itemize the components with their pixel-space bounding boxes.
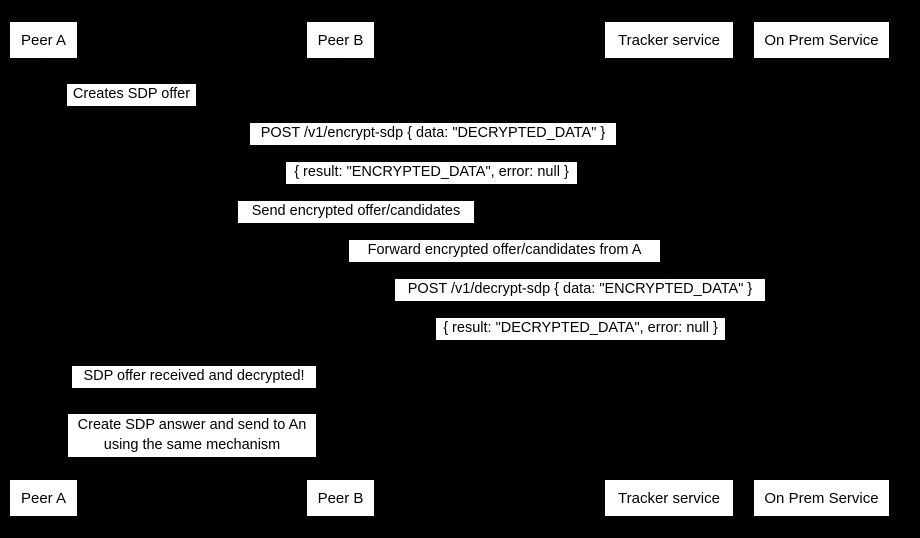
message-arrow-5: [340, 301, 821, 302]
participant-label: Peer B: [317, 31, 364, 49]
participant-peer-a-top[interactable]: Peer A: [10, 22, 77, 58]
participant-label: Tracker service: [618, 31, 720, 49]
participant-on-prem-service-bottom[interactable]: On Prem Service: [754, 480, 889, 516]
message-label-post-encrypt-sdp: POST /v1/encrypt-sdp { data: "DECRYPTED_…: [250, 123, 616, 145]
message-label-create-sdp-answer: Create SDP answer and send to An using t…: [68, 414, 316, 457]
participant-label: On Prem Service: [764, 31, 879, 49]
message-arrow-4: [340, 262, 669, 263]
participant-on-prem-service-top[interactable]: On Prem Service: [754, 22, 889, 58]
lifeline-on-prem-service: [821, 58, 822, 480]
participant-label: Peer B: [317, 489, 364, 507]
message-label-post-decrypt-sdp: POST /v1/decrypt-sdp { data: "ENCRYPTED_…: [395, 279, 765, 301]
message-label-encrypted-data-result: { result: "ENCRYPTED_DATA", error: null …: [286, 162, 577, 184]
message-label-sdp-offer-received: SDP offer received and decrypted!: [72, 366, 316, 388]
participant-peer-a-bottom[interactable]: Peer A: [10, 480, 77, 516]
participant-peer-b-bottom[interactable]: Peer B: [307, 480, 374, 516]
message-arrow-7: [43, 388, 340, 389]
message-label-forward-encrypted-offer: Forward encrypted offer/candidates from …: [349, 240, 660, 262]
participant-label: On Prem Service: [764, 489, 879, 507]
participant-label: Peer A: [20, 489, 67, 507]
message-label-decrypted-data-result: { result: "DECRYPTED_DATA", error: null …: [436, 318, 725, 340]
message-arrow-1: [43, 145, 821, 146]
message-label-creates-sdp-offer: Creates SDP offer: [67, 84, 196, 106]
participant-peer-b-top[interactable]: Peer B: [307, 22, 374, 58]
message-arrow-3: [43, 223, 669, 224]
lifeline-peer-a: [43, 58, 44, 480]
participant-tracker-service-top[interactable]: Tracker service: [605, 22, 733, 58]
message-arrow-6: [340, 340, 821, 341]
lifeline-peer-b: [340, 58, 341, 480]
message-arrow-0: [43, 106, 103, 107]
note-line-2: using the same mechanism: [103, 437, 281, 453]
participant-label: Peer A: [20, 31, 67, 49]
participant-label: Tracker service: [618, 489, 720, 507]
lifeline-tracker-service: [669, 58, 670, 480]
message-arrow-2: [43, 184, 821, 185]
note-line-1: Create SDP answer and send to An: [77, 417, 307, 433]
message-label-send-encrypted-offer: Send encrypted offer/candidates: [238, 201, 474, 223]
participant-tracker-service-bottom[interactable]: Tracker service: [605, 480, 733, 516]
